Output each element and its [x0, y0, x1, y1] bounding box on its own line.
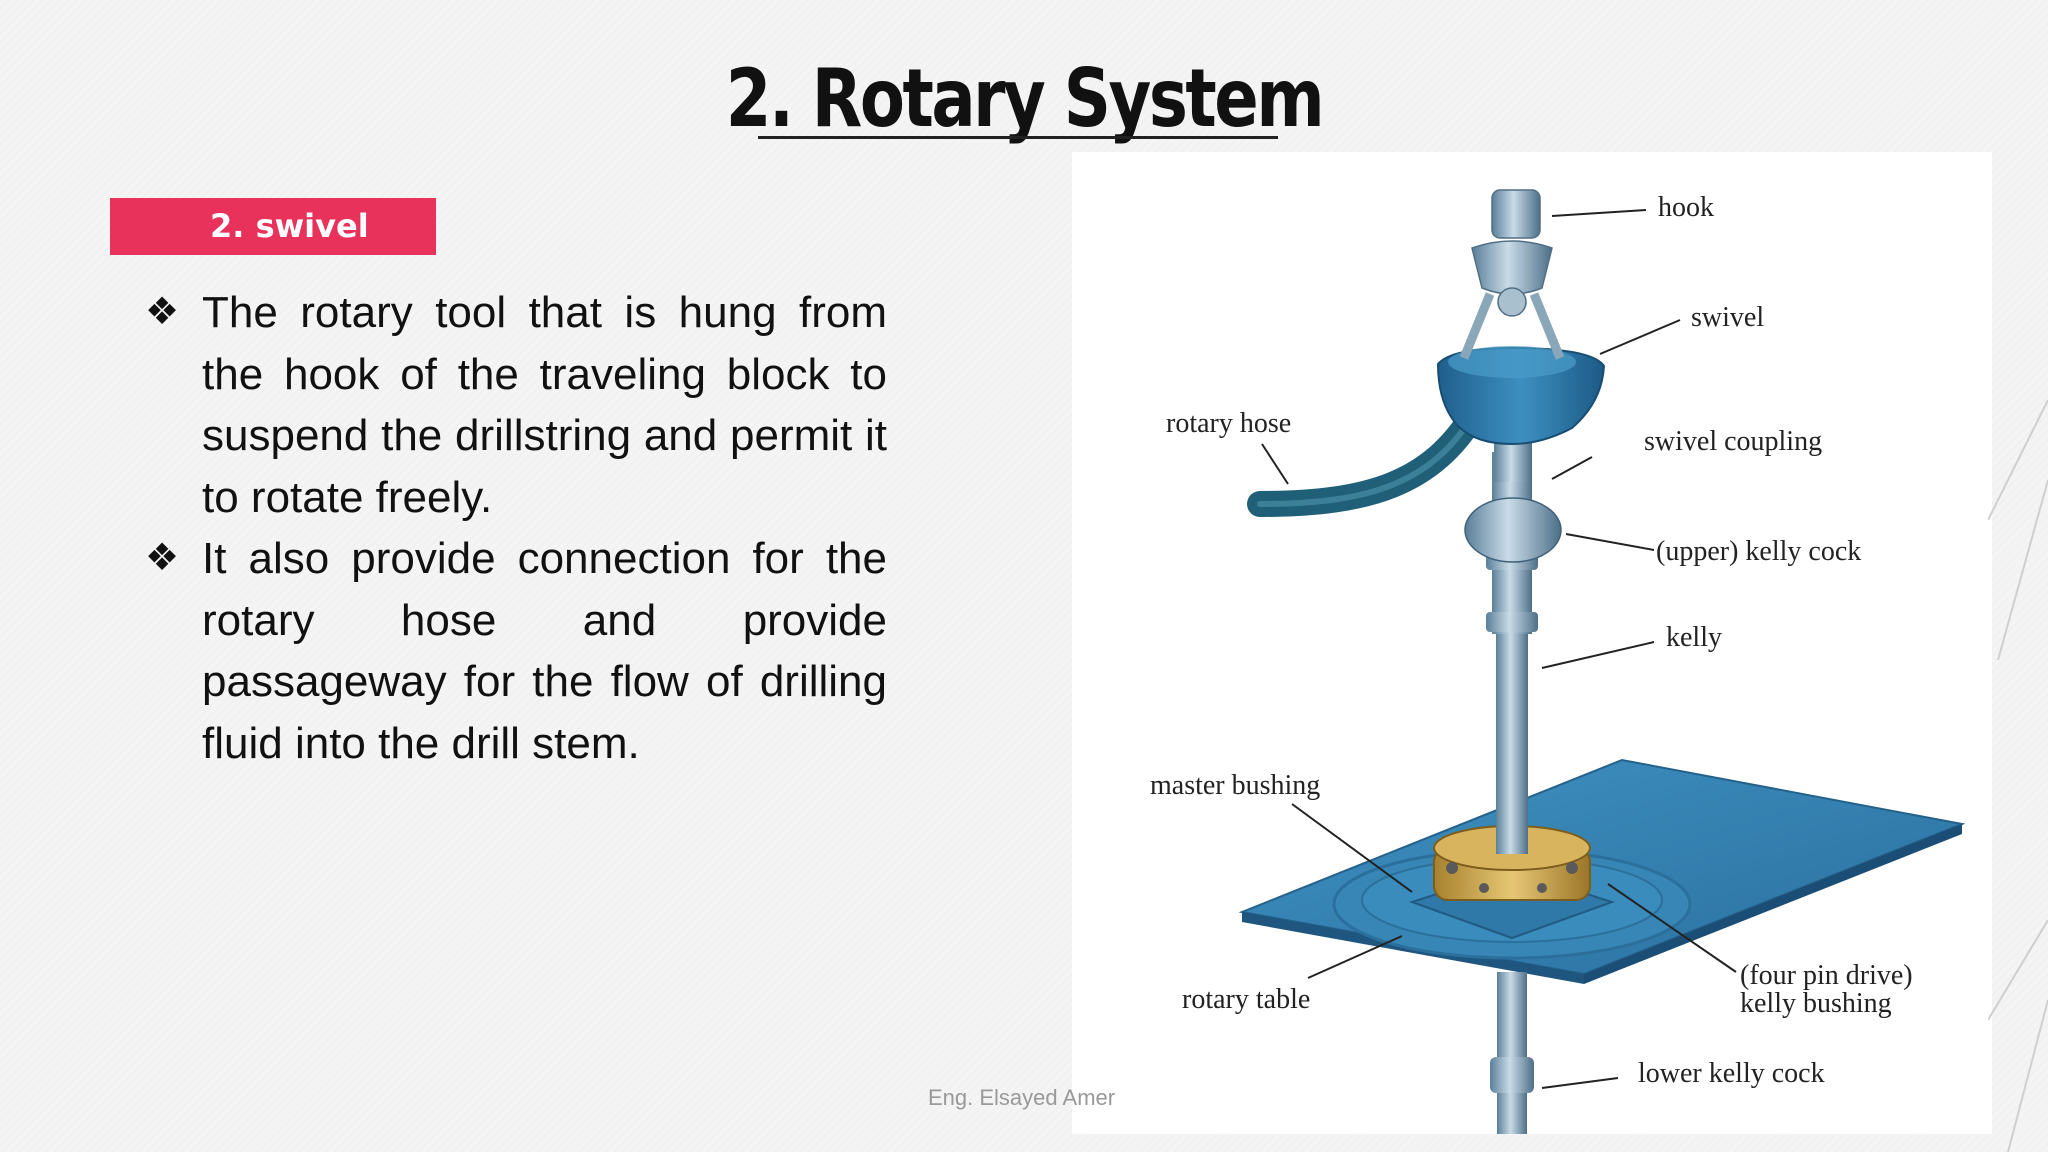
- swivel-body: [1436, 346, 1606, 446]
- label-rotary-table: rotary table: [1182, 984, 1310, 1015]
- bullet-item: ❖ The rotary tool that is hung from the …: [145, 282, 887, 528]
- bullet-list: ❖ The rotary tool that is hung from the …: [145, 282, 887, 774]
- section-tag: 2. swivel: [110, 198, 436, 255]
- bail-link: [1529, 292, 1565, 360]
- bullet-text: The rotary tool that is hung from the ho…: [202, 288, 887, 522]
- bail-link: [1459, 292, 1495, 360]
- leader-lines: [1261, 209, 1737, 1089]
- rotary-system-illustration: hook swivel rotary hose swivel coupling …: [1150, 189, 1966, 1134]
- label-swivel: swivel: [1691, 302, 1764, 333]
- hook-body: [1471, 189, 1553, 317]
- label-master-bushing: master bushing: [1150, 770, 1320, 801]
- label-kelly: kelly: [1666, 622, 1722, 653]
- bullet-text: It also provide connection for the rotar…: [202, 534, 887, 768]
- shaft-collar: [1486, 612, 1538, 632]
- kelly-shaft: [1496, 632, 1528, 854]
- bullet-diamond-icon: ❖: [145, 537, 180, 579]
- label-swivel-coupling: swivel coupling: [1644, 426, 1822, 457]
- label-upper-kelly-cock: (upper) kelly cock: [1656, 536, 1861, 567]
- footer-author: Eng. Elsayed Amer: [928, 1085, 1116, 1110]
- label-lower-kelly-cock: lower kelly cock: [1638, 1058, 1825, 1089]
- rotary-table-plate: [1238, 758, 1966, 984]
- upper-kelly-cock-ball: [1464, 497, 1562, 563]
- swivel-diagram: hook swivel rotary hose swivel coupling …: [1072, 152, 1992, 1134]
- title-underline: [758, 136, 1278, 139]
- label-hook: hook: [1658, 192, 1714, 223]
- lower-kelly-cock-body: [1490, 1057, 1534, 1093]
- lower-pipe: [1497, 972, 1527, 1134]
- bullet-item: ❖ It also provide connection for the rot…: [145, 528, 887, 774]
- label-kelly-bushing-line1: (four pin drive): [1740, 960, 1913, 991]
- decorative-lines: [1988, 400, 2048, 1152]
- label-rotary-hose: rotary hose: [1166, 408, 1291, 439]
- label-kelly-bushing-line2: kelly bushing: [1740, 988, 1892, 1019]
- kelly-bushing: [1433, 825, 1591, 901]
- page-title: 2. Rotary System: [725, 52, 1325, 145]
- bullet-diamond-icon: ❖: [145, 291, 180, 333]
